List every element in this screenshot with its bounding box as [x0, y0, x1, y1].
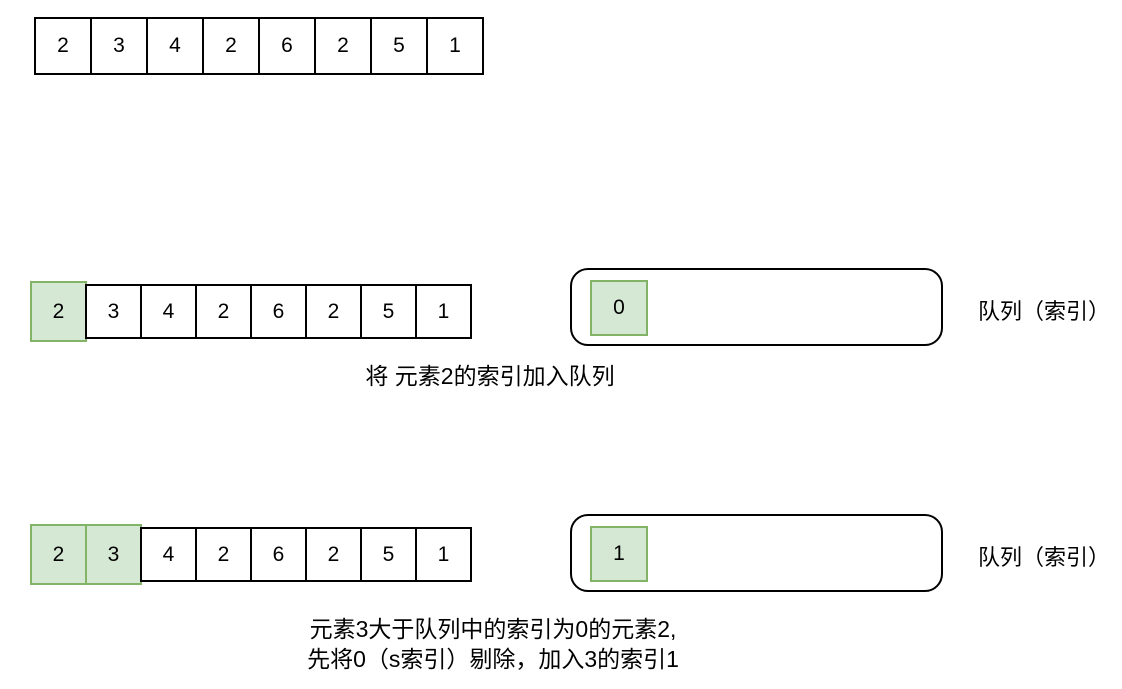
- caption-step2-line2: 先将0（s索引）剔除，加入3的索引1: [307, 646, 679, 672]
- array-cell: 5: [370, 17, 428, 75]
- array-cell: 4: [140, 527, 197, 582]
- array-cell: 6: [258, 17, 316, 75]
- array-cell: 1: [415, 284, 472, 339]
- array-cell: 4: [146, 17, 204, 75]
- array-cell: 6: [250, 527, 307, 582]
- caption-step1: 将 元素2的索引加入队列: [310, 361, 670, 391]
- array-cell-highlighted: 2: [30, 524, 87, 585]
- array-cell: 2: [195, 284, 252, 339]
- array-cell: 2: [202, 17, 260, 75]
- queue-box-step1: 0: [570, 268, 943, 346]
- array-cell: 1: [415, 527, 472, 582]
- array-cell: 2: [314, 17, 372, 75]
- array-cell-highlighted: 3: [85, 524, 142, 585]
- array-cell: 4: [140, 284, 197, 339]
- queue-box-step2: 1: [570, 514, 943, 592]
- array-cell: 1: [426, 17, 484, 75]
- caption-step2-line1: 元素3大于队列中的索引为0的元素2,: [309, 616, 677, 642]
- array-cell: 5: [360, 527, 417, 582]
- queue-item: 0: [590, 280, 648, 336]
- queue-item: 1: [590, 526, 648, 582]
- caption-step2: 元素3大于队列中的索引为0的元素2, 先将0（s索引）剔除，加入3的索引1: [263, 614, 723, 674]
- array-cell: 3: [90, 17, 148, 75]
- array-cell: 5: [360, 284, 417, 339]
- queue-label-step1: 队列（索引）: [978, 299, 1111, 324]
- array-cell: 2: [34, 17, 92, 75]
- array-cell: 6: [250, 284, 307, 339]
- queue-label-step2: 队列（索引）: [978, 545, 1111, 570]
- array-cell: 2: [305, 284, 362, 339]
- caption-step1-line1: 将 元素2的索引加入队列: [365, 363, 615, 389]
- array-cell: 2: [195, 527, 252, 582]
- array-cell: 2: [305, 527, 362, 582]
- array-cell-highlighted: 2: [30, 281, 87, 342]
- array-cell: 3: [85, 284, 142, 339]
